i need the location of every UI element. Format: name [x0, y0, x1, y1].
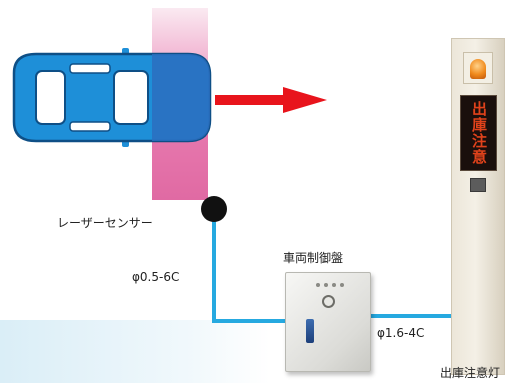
sensor-dot-icon: [201, 196, 227, 222]
sensor-cable-label: φ0.5-6C: [132, 270, 180, 284]
warning-sign-text: 出庫注意: [470, 101, 488, 165]
control-panel-label: 車両制御盤: [283, 251, 344, 265]
light-cable-label: φ1.6-4C: [377, 326, 425, 340]
laser-sensor-label: レーザーセンサー: [57, 216, 153, 230]
warning-sign-display: 出庫注意: [460, 95, 497, 171]
rotating-lamp-icon: [463, 52, 493, 84]
control-panel-icon: [285, 272, 371, 372]
panel-indicator-lights: [316, 283, 344, 287]
panel-knob-icon: [322, 295, 335, 308]
warning-light-label: 出庫注意灯: [440, 366, 501, 380]
warning-light-icon: [451, 38, 505, 375]
pole-sensor-window: [470, 178, 486, 192]
panel-handle-icon: [306, 319, 314, 343]
car-topview-icon: [12, 48, 212, 147]
background-glow: [0, 320, 270, 383]
arrow-right-icon: [215, 87, 327, 113]
